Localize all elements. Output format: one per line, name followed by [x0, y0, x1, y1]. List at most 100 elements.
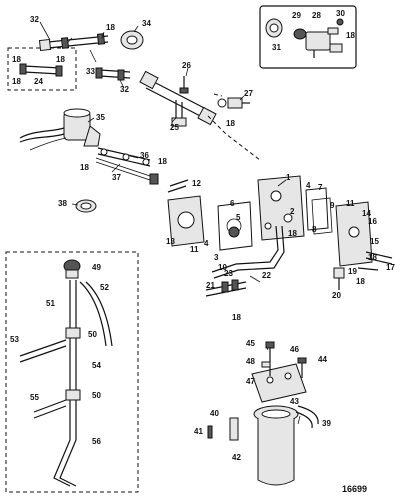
- callout-18: 18: [288, 229, 297, 238]
- clamp-38: [75, 199, 97, 213]
- callout-35: 35: [96, 113, 105, 122]
- callout-18: 18: [356, 277, 365, 286]
- fitting-27: [217, 97, 250, 109]
- callout-20: 20: [332, 291, 341, 300]
- callout-7: 7: [318, 183, 323, 192]
- callout-21: 21: [206, 281, 215, 290]
- inset-box-fitting-assembly: [259, 5, 357, 69]
- callout-19: 19: [348, 267, 357, 276]
- callout-labels: 32 18 34 18 18 18 24 33 32 26 27 25 18 2…: [10, 9, 395, 494]
- fuel-filter-42: [253, 405, 299, 486]
- filter-bracket-43: [251, 363, 307, 403]
- callout-51: 51: [46, 299, 55, 308]
- callout-26: 26: [182, 61, 191, 70]
- callout-32: 32: [30, 15, 39, 24]
- callout-4: 4: [204, 239, 209, 248]
- callout-2: 2: [290, 207, 295, 216]
- callout-36: 36: [140, 151, 149, 160]
- callout-18: 18: [106, 23, 115, 32]
- screws-12: [167, 179, 189, 193]
- callout-18: 18: [368, 253, 377, 262]
- callout-11: 11: [346, 199, 355, 208]
- callout-17: 17: [386, 263, 395, 272]
- callout-8: 8: [312, 225, 317, 234]
- gasket-6: [217, 201, 253, 251]
- callout-5: 5: [236, 213, 241, 222]
- callout-53: 53: [10, 335, 19, 344]
- callout-44: 44: [318, 355, 327, 364]
- callout-29: 29: [292, 11, 301, 20]
- cover-14: [335, 201, 373, 267]
- callout-56: 56: [92, 437, 101, 446]
- callout-28: 28: [312, 11, 321, 20]
- callout-50: 50: [92, 391, 101, 400]
- callout-24: 24: [34, 77, 43, 86]
- callout-39: 39: [322, 419, 331, 428]
- plate-8: [311, 197, 333, 235]
- callout-40: 40: [210, 409, 219, 418]
- inset-box-hose-assembly: [7, 47, 77, 91]
- callout-49: 49: [92, 263, 101, 272]
- callout-48: 48: [246, 357, 255, 366]
- callout-14: 14: [362, 209, 371, 218]
- screw-26: [179, 76, 189, 94]
- gasket-7: [305, 187, 329, 231]
- hose-21-23: [205, 279, 247, 297]
- figure-id: 16699: [342, 484, 367, 494]
- callout-6: 6: [230, 199, 235, 208]
- callout-55: 55: [30, 393, 39, 402]
- hose-33: [38, 33, 109, 52]
- callout-3: 3: [214, 253, 219, 262]
- callout-12: 12: [192, 179, 201, 188]
- callout-45: 45: [246, 339, 255, 348]
- inset-box-fuel-line-routing: [5, 251, 139, 493]
- callout-18: 18: [80, 163, 89, 172]
- hose-24: [19, 63, 63, 77]
- fuel-lines-51-56: [19, 280, 113, 487]
- callout-18: 18: [232, 313, 241, 322]
- pump-body-1: [257, 175, 305, 241]
- strap-37: [95, 157, 159, 185]
- callout-30: 30: [336, 9, 345, 18]
- callout-25: 25: [170, 123, 179, 132]
- callout-43: 43: [290, 397, 299, 406]
- bolts-44-48: [261, 341, 307, 378]
- hose-32-lower: [95, 67, 131, 81]
- callout-18: 18: [12, 77, 21, 86]
- callout-50: 50: [88, 330, 97, 339]
- callout-1: 1: [286, 173, 291, 182]
- leader-dash-2: [213, 93, 223, 97]
- callout-4: 4: [306, 181, 311, 190]
- callout-18: 18: [226, 119, 235, 128]
- callout-38: 38: [58, 199, 67, 208]
- callout-23: 23: [224, 269, 233, 278]
- callout-46: 46: [290, 345, 299, 354]
- grommet-34: [120, 30, 144, 50]
- callout-18: 18: [56, 55, 65, 64]
- callout-18: 18: [12, 55, 21, 64]
- hose-22: [211, 225, 285, 279]
- callout-27: 27: [244, 89, 253, 98]
- diaphragm-5: [228, 226, 240, 238]
- callout-22: 22: [262, 271, 271, 280]
- callout-18: 18: [158, 157, 167, 166]
- callout-41: 41: [194, 427, 203, 436]
- callout-32: 32: [120, 85, 129, 94]
- fitting-inset-parts: [265, 18, 344, 58]
- leader-lines: [39, 21, 301, 425]
- callout-11: 11: [190, 245, 199, 254]
- fittings-15-17: [357, 251, 393, 271]
- callout-42: 42: [232, 453, 241, 462]
- callout-31: 31: [272, 43, 281, 52]
- hoses-39-41: [207, 405, 319, 441]
- callout-9: 9: [330, 201, 335, 210]
- check-valve-49: [63, 259, 81, 279]
- callout-34: 34: [142, 19, 151, 28]
- callout-15: 15: [370, 237, 379, 246]
- callout-33: 33: [86, 67, 95, 76]
- callout-13: 13: [166, 237, 175, 246]
- callout-37: 37: [112, 173, 121, 182]
- fitting-19-20: [333, 267, 345, 290]
- leader-dash-1: [207, 115, 261, 161]
